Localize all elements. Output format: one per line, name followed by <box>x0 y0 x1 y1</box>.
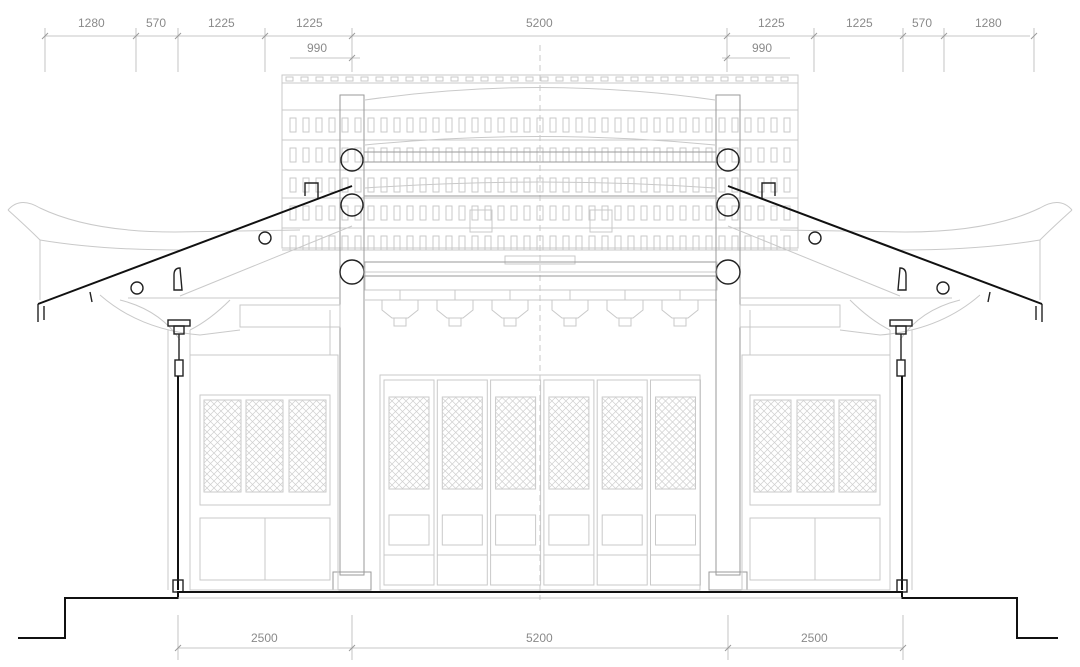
dim-label-2500-right: 2500 <box>801 631 828 645</box>
dim-label-570-left: 570 <box>146 16 166 30</box>
dim-label-5200-top: 5200 <box>526 16 553 30</box>
top-dimension-chain: 1280 570 1225 1225 990 5200 1225 990 122… <box>41 16 1038 72</box>
main-column-left <box>332 94 372 591</box>
platform-base <box>18 591 1058 639</box>
rafter-structure <box>128 225 952 355</box>
dim-label-5200-bottom: 5200 <box>526 631 553 645</box>
dim-label-1225-right-inner: 1225 <box>758 16 785 30</box>
dim-label-2500-left: 2500 <box>251 631 278 645</box>
dim-label-1225-right-outer: 1225 <box>846 16 873 30</box>
dim-label-990-left: 990 <box>307 41 327 55</box>
eave-curve-left <box>7 202 301 341</box>
central-bracket-row <box>364 209 718 327</box>
main-column-right <box>708 94 748 591</box>
eave-curve-right <box>779 202 1073 341</box>
dim-label-1225-left-inner: 1225 <box>296 16 323 30</box>
dim-label-1280-right: 1280 <box>975 16 1002 30</box>
roof-slope-left <box>37 182 353 322</box>
side-bay-right <box>741 354 891 591</box>
eave-column-left <box>167 319 191 593</box>
roof-slope-right <box>727 182 1043 322</box>
lattice-pattern <box>204 397 876 492</box>
dim-label-1225-left-outer: 1225 <box>208 16 235 30</box>
bottom-dimension-chain: 2500 5200 2500 <box>174 615 907 660</box>
main-tie-beams <box>363 151 717 277</box>
side-bay-left <box>189 354 339 591</box>
eave-column-right <box>889 319 913 593</box>
dim-label-1280-left: 1280 <box>78 16 105 30</box>
dim-label-570-right: 570 <box>912 16 932 30</box>
dim-label-990-right: 990 <box>752 41 772 55</box>
roof-ridge-bracket-band <box>281 74 799 251</box>
